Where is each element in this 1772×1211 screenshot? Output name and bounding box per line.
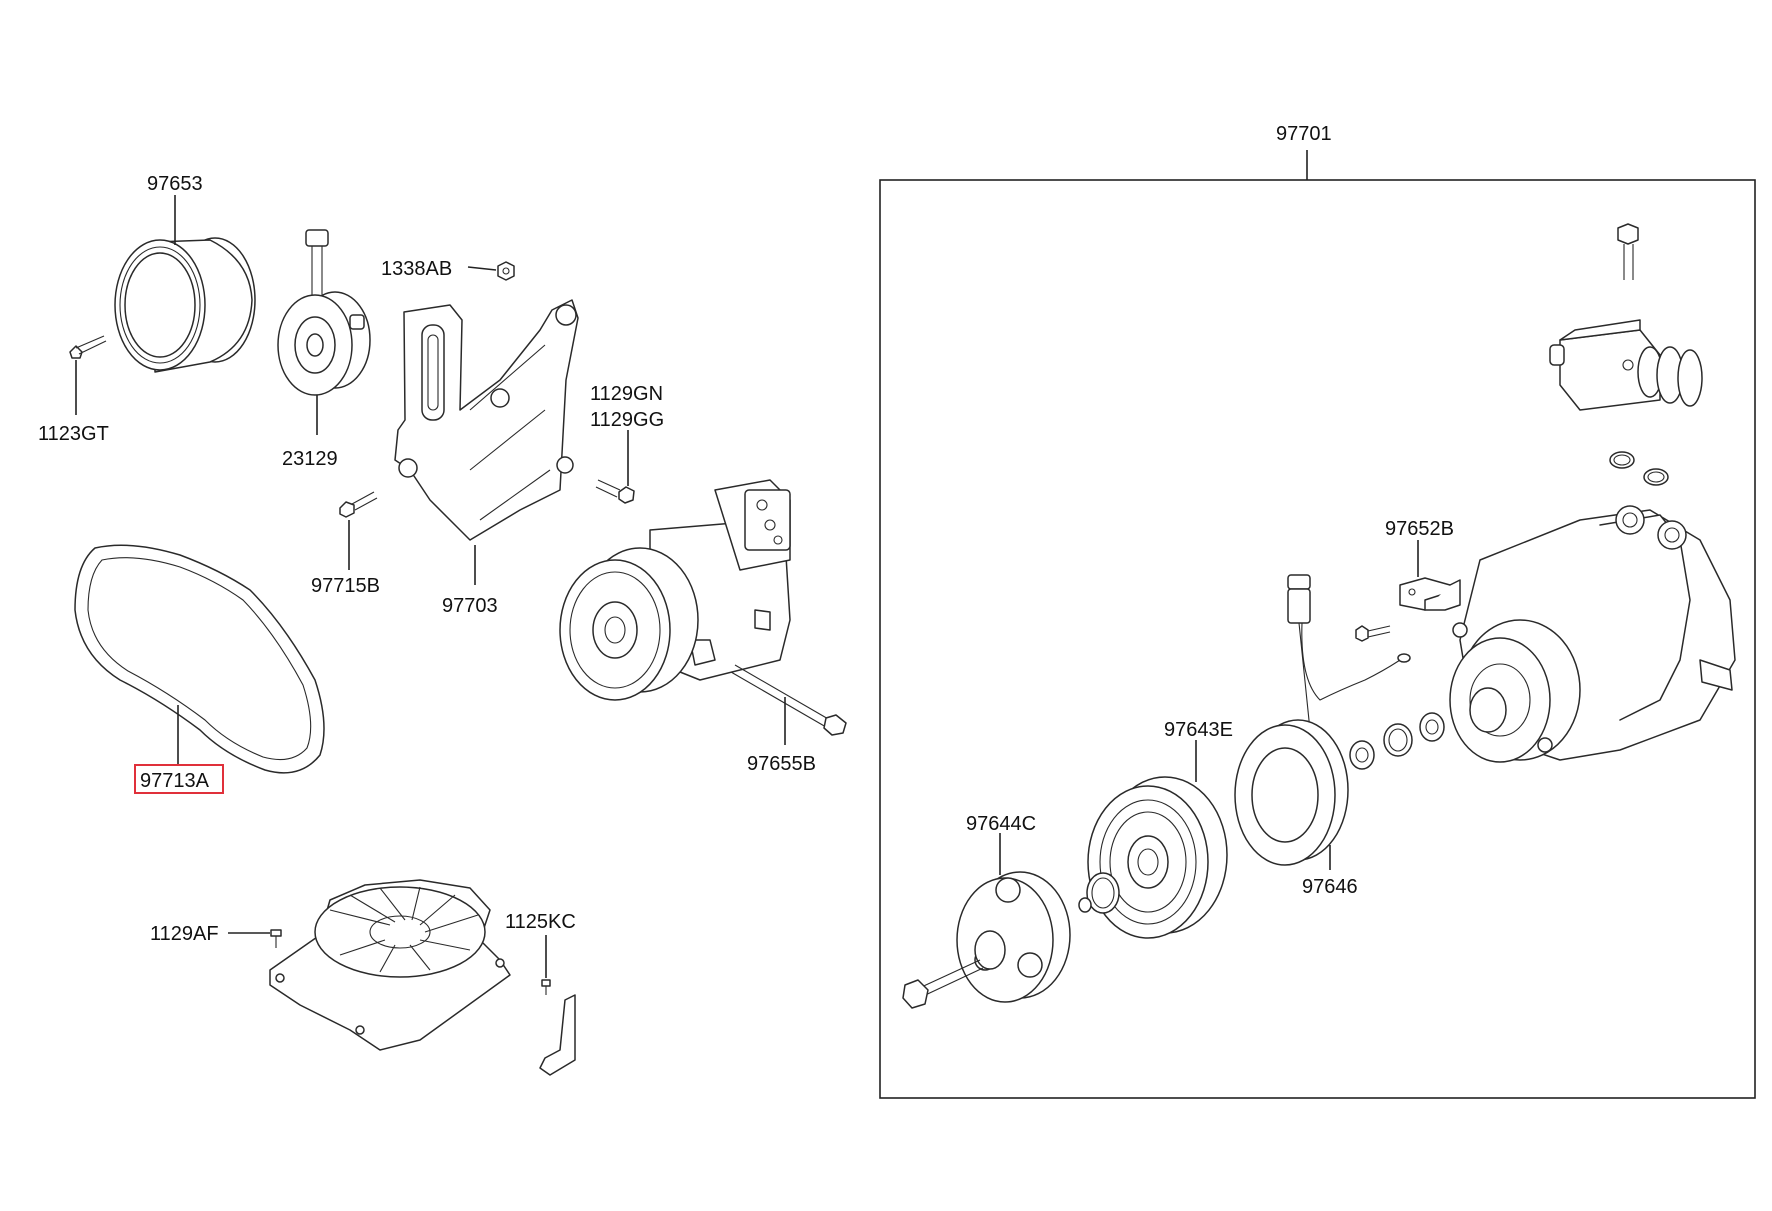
- highlight-box-97713a: [134, 764, 224, 794]
- coil-harness-part[interactable]: [1287, 574, 1411, 731]
- label-23129: 23129: [282, 448, 338, 470]
- label-97644c: 97644C: [966, 813, 1036, 835]
- label-1129gn: 1129GN: [590, 383, 663, 405]
- compressor-bracket-part[interactable]: [394, 299, 579, 541]
- guard-bracket-part[interactable]: [539, 979, 576, 1076]
- compressor-assembly-box: [879, 179, 1756, 1099]
- wire-bracket-part[interactable]: [1355, 577, 1461, 642]
- screw-1129af-part[interactable]: [270, 929, 282, 948]
- label-1123gt: 1123GT: [38, 423, 109, 445]
- compressor-body-part[interactable]: [1449, 505, 1736, 763]
- long-bolt-97655b-part[interactable]: [730, 664, 847, 736]
- idler-pulley-part[interactable]: [277, 229, 371, 396]
- label-97713a[interactable]: 97713A: [140, 770, 210, 792]
- label-1338ab: 1338AB: [381, 258, 452, 280]
- label-97703: 97703: [442, 595, 498, 617]
- snap-ring-part[interactable]: [1078, 872, 1120, 914]
- label-97701: 97701: [1276, 123, 1332, 145]
- clutch-pulley-part[interactable]: [1087, 776, 1228, 939]
- label-97643e: 97643E: [1164, 719, 1233, 741]
- label-97652b: 97652B: [1385, 518, 1454, 540]
- relief-valve-part[interactable]: [1549, 223, 1703, 411]
- bolt-1129gn-part[interactable]: [595, 479, 635, 504]
- bolt-97715b-part[interactable]: [339, 491, 378, 518]
- clutch-guard-part[interactable]: [269, 879, 511, 1051]
- label-97653: 97653: [147, 173, 203, 195]
- label-1125kc: 1125KC: [505, 911, 576, 933]
- nut-1338ab-part[interactable]: [497, 261, 515, 281]
- o-ring-pair-part[interactable]: [1609, 451, 1669, 486]
- label-97646: 97646: [1302, 876, 1358, 898]
- bolt-1123gt-part[interactable]: [69, 335, 107, 359]
- ac-compressor-part[interactable]: [559, 479, 791, 701]
- label-1129af: 1129AF: [150, 923, 219, 945]
- field-coil-part[interactable]: [1234, 719, 1349, 866]
- drive-belt-part[interactable]: [74, 544, 325, 774]
- shaft-seal-rings-part[interactable]: [1349, 712, 1445, 770]
- label-1129gg: 1129GG: [590, 409, 664, 431]
- clutch-hub-part[interactable]: [902, 871, 1071, 1009]
- label-97655b: 97655B: [747, 753, 816, 775]
- crank-pulley-part[interactable]: [114, 237, 256, 373]
- label-97715b: 97715B: [311, 575, 380, 597]
